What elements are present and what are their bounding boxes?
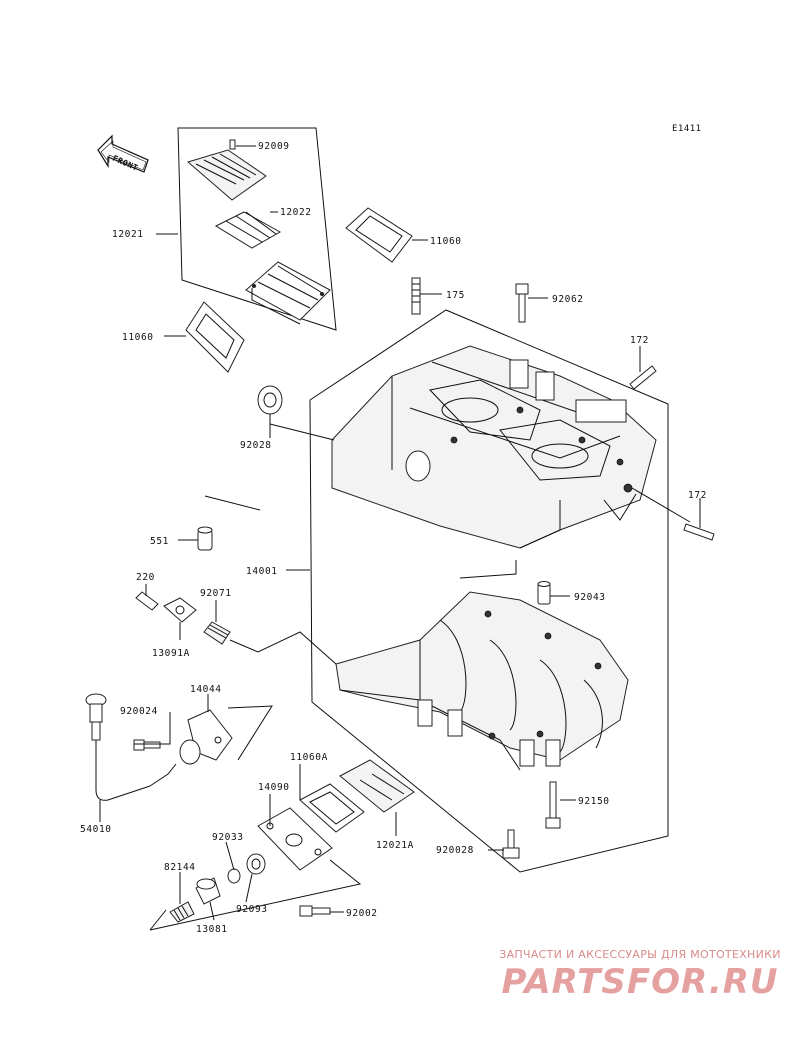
reed-valve-group <box>177 127 337 331</box>
label-92071: 92071 <box>200 588 232 599</box>
stud-175 <box>411 277 421 315</box>
label-175: 175 <box>446 290 465 301</box>
bolt-92062 <box>515 283 529 323</box>
label-11060A: 11060A <box>290 752 328 763</box>
label-12022: 12022 <box>280 207 312 218</box>
label-11060-left: 11060 <box>122 332 154 343</box>
label-92033: 92033 <box>212 832 244 843</box>
label-82144: 82144 <box>164 862 196 873</box>
seal-92093 <box>246 853 266 875</box>
bushing-13081 <box>195 877 221 905</box>
bolt-920028 <box>502 829 520 859</box>
label-551: 551 <box>150 536 169 547</box>
label-92150: 92150 <box>578 796 610 807</box>
label-92002: 92002 <box>346 908 378 919</box>
lower-crankcase <box>335 591 629 771</box>
washer-92033 <box>227 868 241 884</box>
label-12021A: 12021A <box>376 840 414 851</box>
gasket-11060-top <box>345 207 413 263</box>
label-920028: 920028 <box>436 845 474 856</box>
bolt-220 <box>135 591 159 611</box>
label-220: 220 <box>136 572 155 583</box>
label-14090: 14090 <box>258 782 290 793</box>
leader-lines <box>99 145 701 931</box>
oil-seal-92028 <box>257 385 283 415</box>
bolt-92150 <box>545 781 561 829</box>
label-920024: 920024 <box>120 706 158 717</box>
spring-82144 <box>169 901 195 923</box>
label-92093: 92093 <box>236 904 268 915</box>
label-92028: 92028 <box>240 440 272 451</box>
label-92043: 92043 <box>574 592 606 603</box>
label-172-top: 172 <box>630 335 649 346</box>
seal-92071 <box>203 621 231 645</box>
label-13091A: 13091A <box>152 648 190 659</box>
label-54010: 54010 <box>80 824 112 835</box>
gasket-11060-left <box>185 301 245 373</box>
watermark-tagline: ЗАПЧАСТИ И АКСЕССУАРЫ ДЛЯ МОТОТЕХНИКИ <box>499 948 781 961</box>
stud-172-top <box>629 365 657 390</box>
label-14001: 14001 <box>246 566 278 577</box>
dowel-92043 <box>537 581 551 605</box>
label-14044: 14044 <box>190 684 222 695</box>
part-labels: 92009 12022 12021 11060 11060 175 92062 … <box>80 141 707 935</box>
label-92062: 92062 <box>552 294 584 305</box>
upper-crankcase <box>331 345 657 549</box>
bolt-92002 <box>299 905 331 917</box>
label-92009: 92009 <box>258 141 290 152</box>
dowel-pin-551 <box>197 526 213 551</box>
label-11060-top: 11060 <box>430 236 462 247</box>
holder-14044 <box>179 709 233 765</box>
watermark-logo: PARTSFOR.RU <box>501 962 779 1002</box>
front-arrow-icon: FRONT <box>97 134 149 173</box>
label-13081: 13081 <box>196 924 228 935</box>
plate-13091A <box>163 597 197 623</box>
cover-12021A <box>339 759 415 813</box>
crankcase-frame <box>309 309 669 873</box>
choke-cable-54010 <box>85 693 177 801</box>
label-12021: 12021 <box>112 229 144 240</box>
stud-172-right <box>683 523 715 541</box>
gasket-11060A <box>299 783 365 833</box>
label-172-right: 172 <box>688 490 707 501</box>
diagram-code: E1411 <box>672 124 702 134</box>
bolt-920024 <box>133 739 161 751</box>
